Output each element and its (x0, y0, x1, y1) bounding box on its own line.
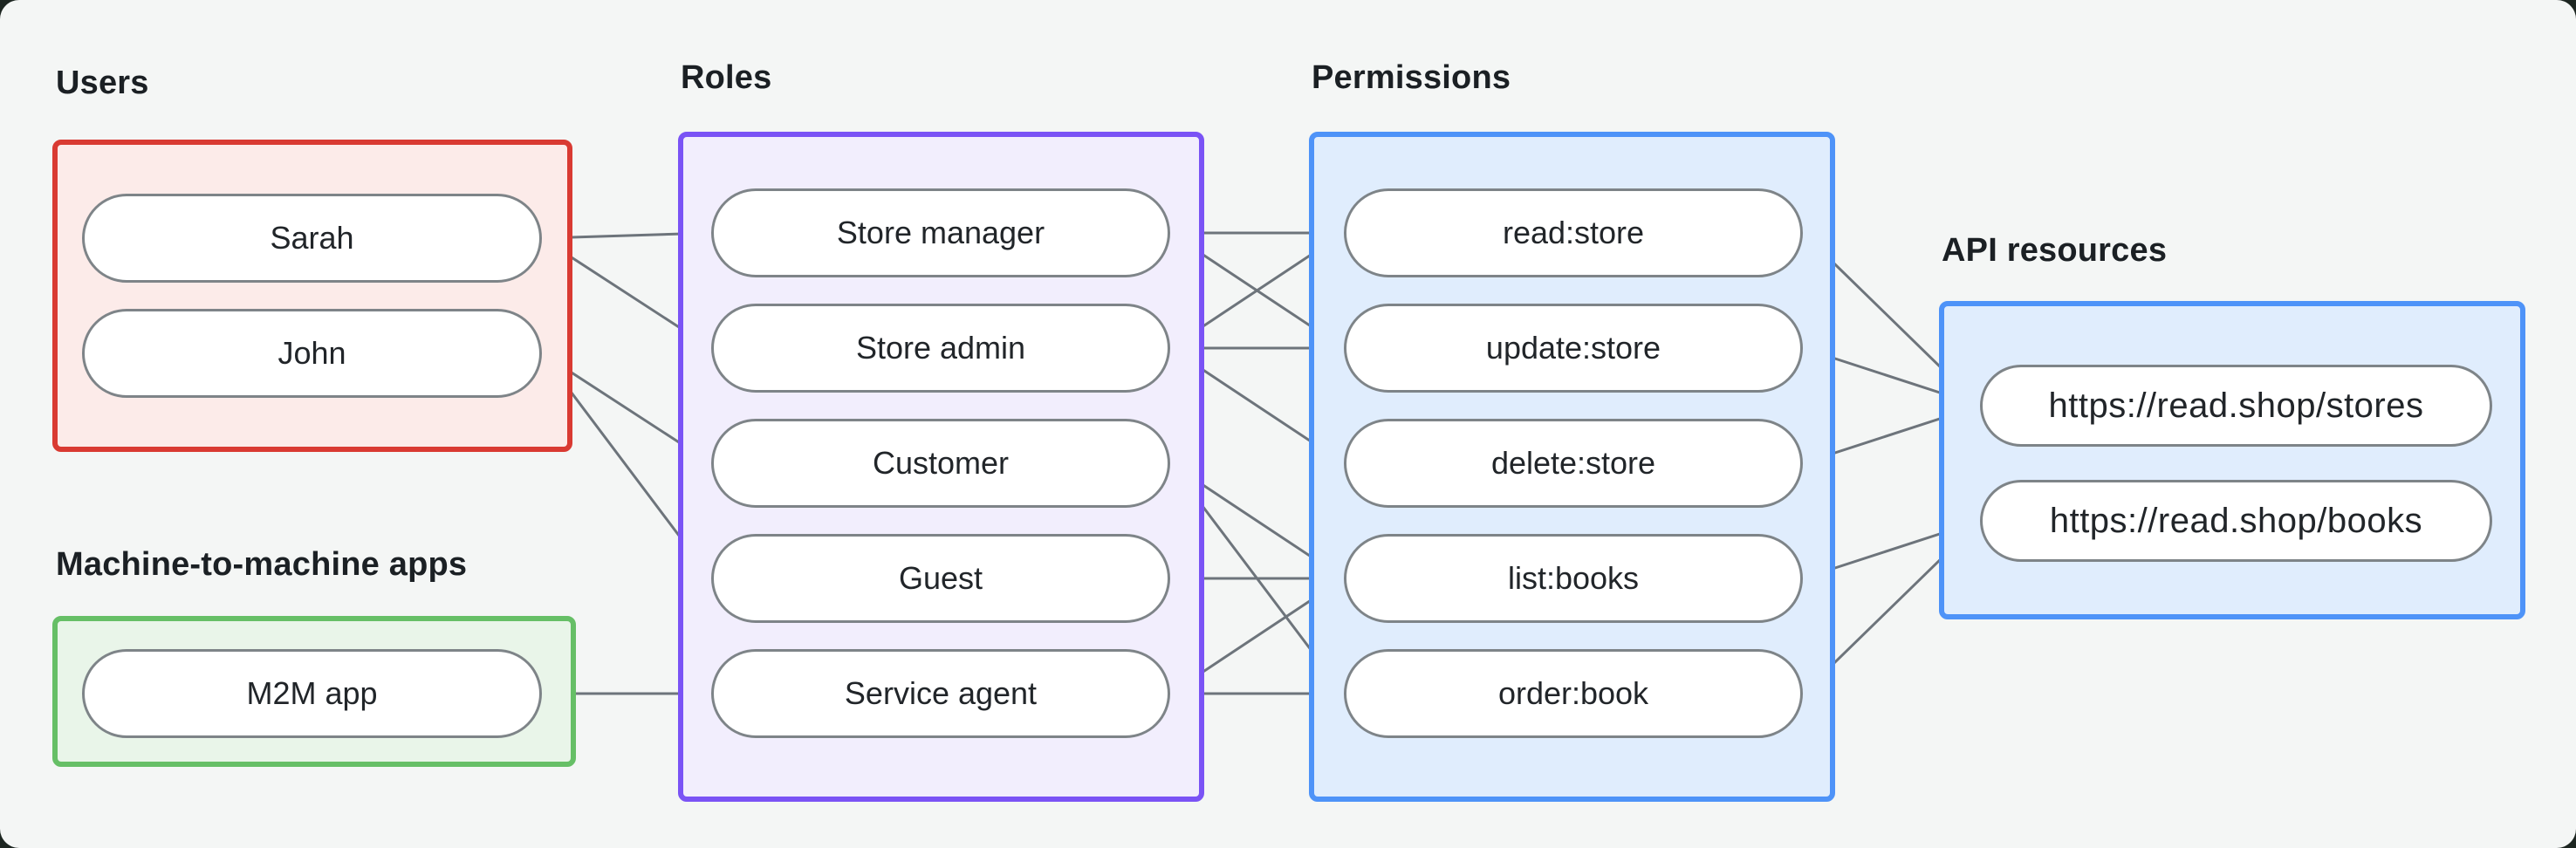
group-box-users (52, 140, 572, 452)
node-stores-api: https://read.shop/stores (1980, 365, 2492, 447)
group-label-api: API resources (1942, 232, 2168, 269)
node-list-books: list:books (1344, 534, 1803, 623)
node-service-agent: Service agent (711, 649, 1170, 738)
group-label-users: Users (56, 65, 149, 101)
node-m2m-app: M2M app (82, 649, 542, 738)
group-box-api (1939, 301, 2525, 619)
group-label-m2m: Machine-to-machine apps (56, 546, 468, 583)
group-label-roles: Roles (681, 59, 772, 96)
node-books-api: https://read.shop/books (1980, 480, 2492, 562)
node-update-store: update:store (1344, 304, 1803, 393)
node-john: John (82, 309, 542, 398)
node-read-store: read:store (1344, 188, 1803, 277)
node-order-book: order:book (1344, 649, 1803, 738)
node-delete-store: delete:store (1344, 419, 1803, 508)
node-guest: Guest (711, 534, 1170, 623)
group-label-permissions: Permissions (1312, 59, 1511, 96)
node-store-admin: Store admin (711, 304, 1170, 393)
node-customer: Customer (711, 419, 1170, 508)
node-store-manager: Store manager (711, 188, 1170, 277)
node-sarah: Sarah (82, 194, 542, 283)
